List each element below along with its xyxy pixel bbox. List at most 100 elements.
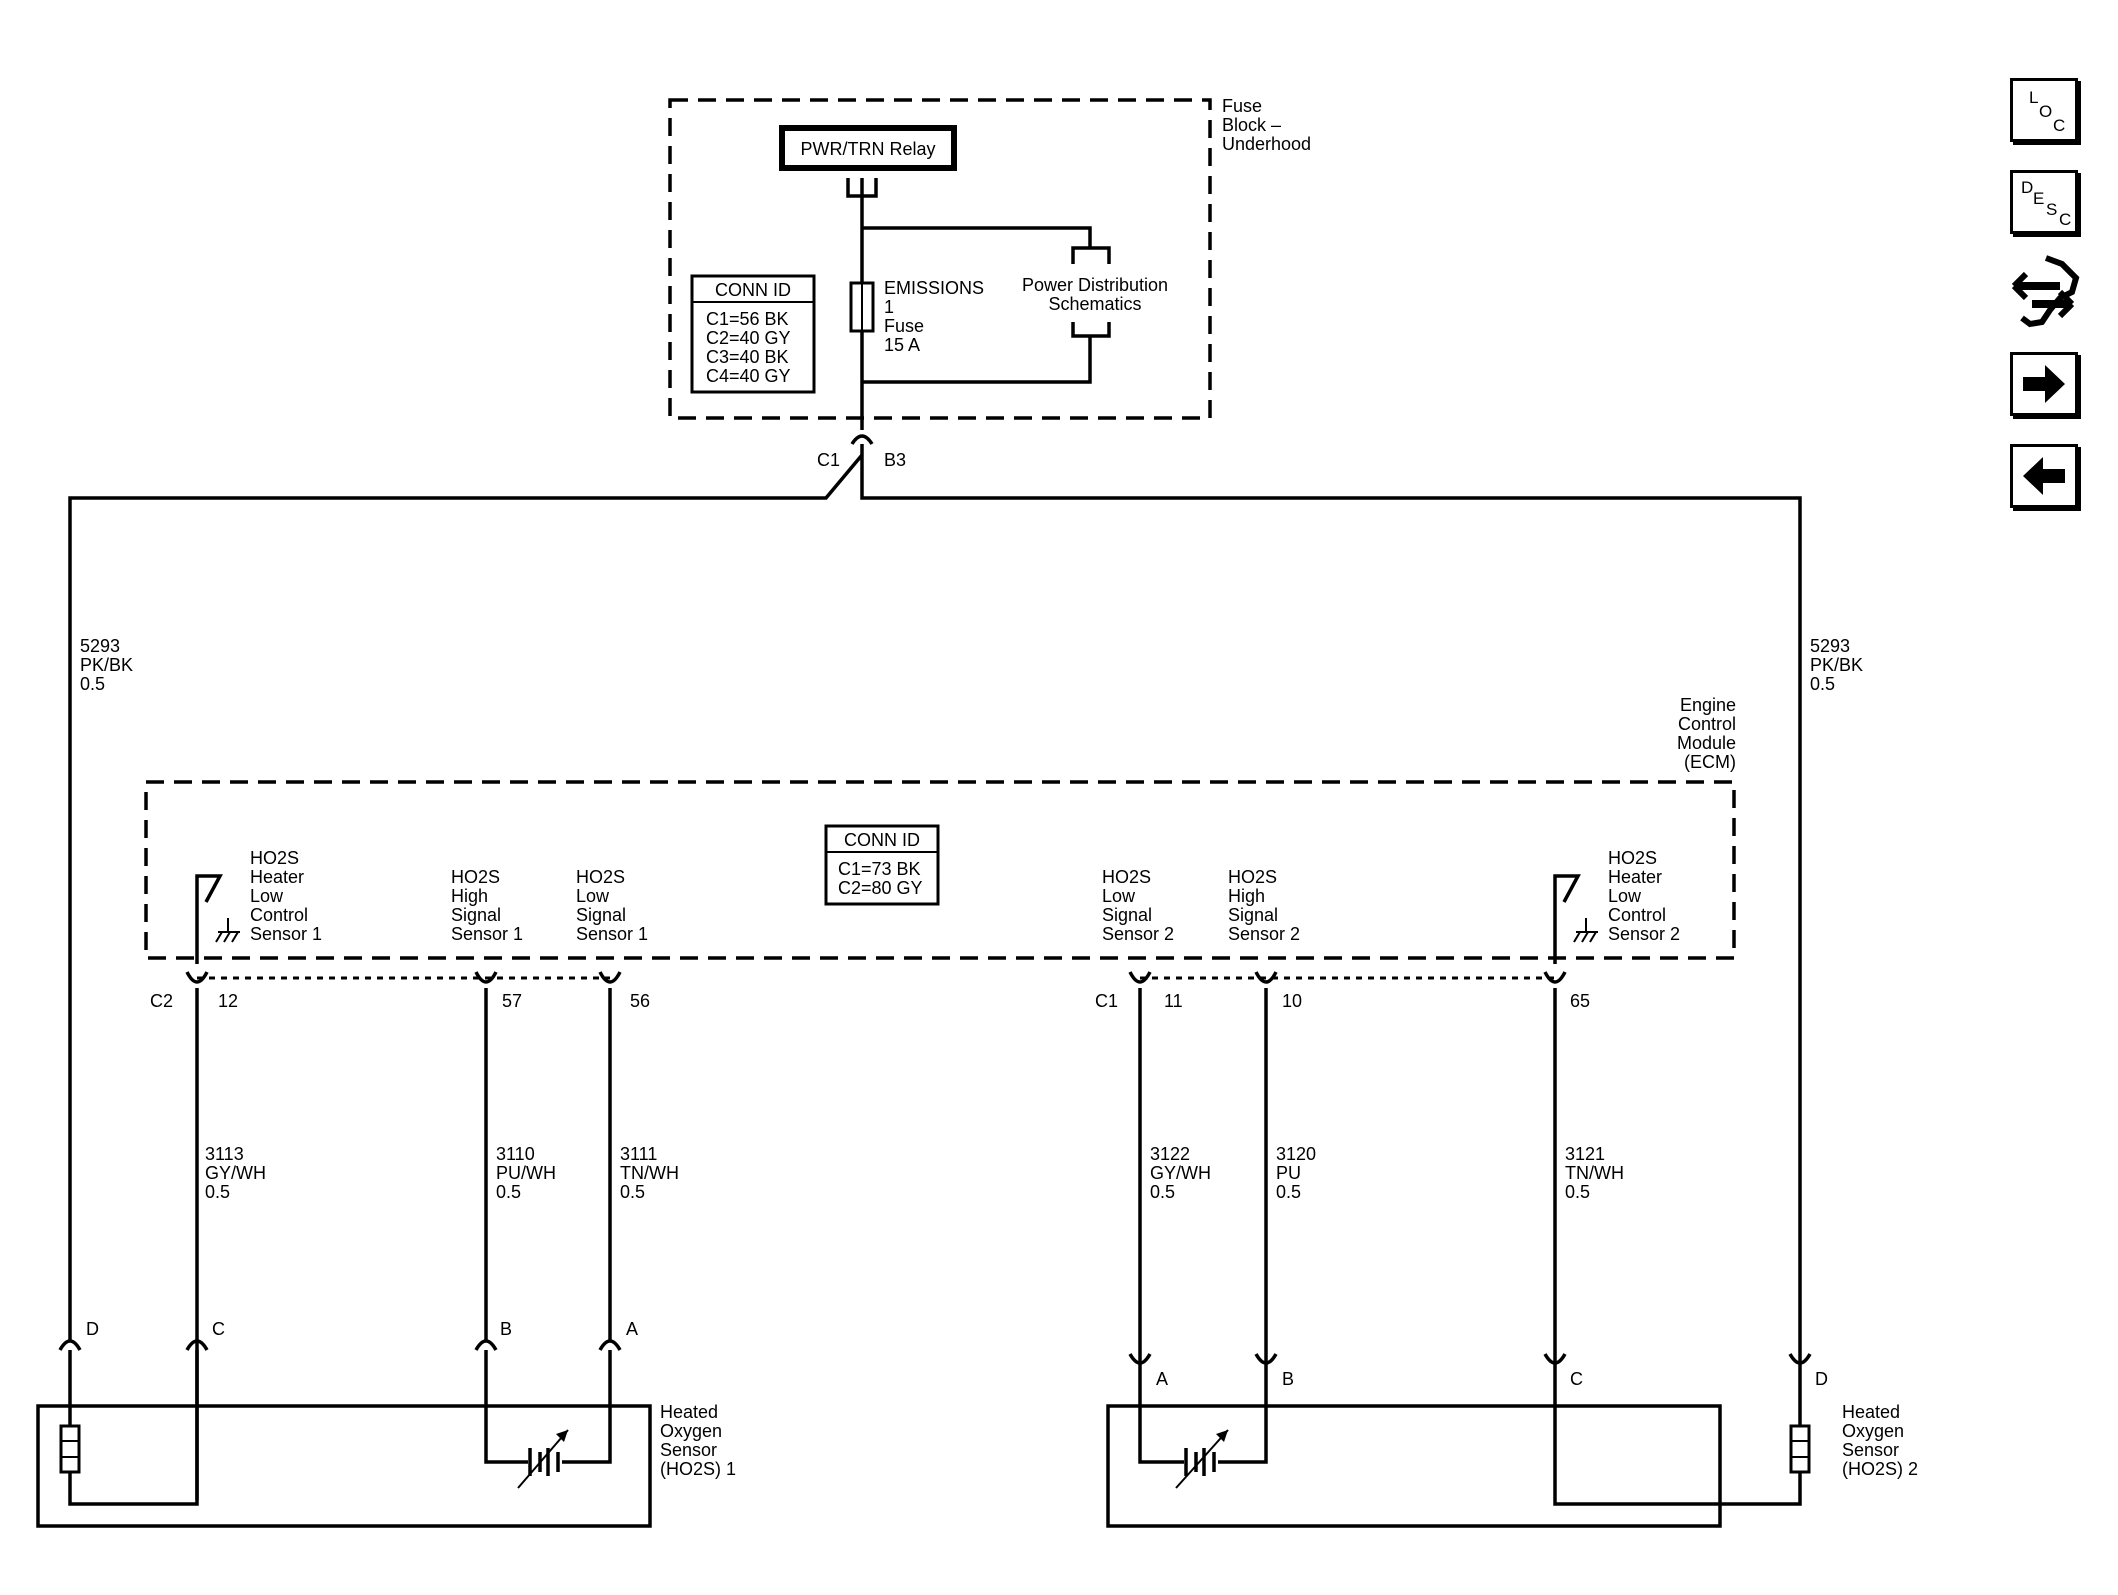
fuse-output-connector: C1 [817,450,840,470]
sensor-pin: D [86,1319,99,1339]
sensor-pin: A [626,1319,638,1339]
ecm-title-1: Engine [1680,695,1736,715]
conn-id-row: C2=40 GY [706,328,791,348]
ecm-pin-label: HO2S [451,867,500,887]
wire-color: TN/WH [620,1163,679,1183]
wire-gauge: 0.5 [1150,1182,1175,1202]
ecm-pin-label: Low [250,886,284,906]
wire-circuit: 3110 [496,1144,535,1164]
ecm-pin-label: High [451,886,488,906]
ecm-pin-label: Signal [1228,905,1278,925]
ecm-pin-label: Sensor 2 [1102,924,1174,944]
wire-gauge: 0.5 [1810,674,1835,694]
sensor1-title-1: Heated [660,1402,718,1422]
ecm-pin-label: Low [1608,886,1642,906]
fuse-label-3: Fuse [884,316,924,336]
sensor-pin: A [1156,1369,1168,1389]
wire-circuit: 5293 [80,636,120,656]
desc-letter: E [2033,189,2045,208]
desc-button[interactable]: D E S C [2010,170,2078,234]
loc-letter: O [2039,102,2053,121]
wire-color: PU [1276,1163,1301,1183]
heated-oxygen-sensor-1: D C B A Heated Oxygen Sensor (HO2S) 1 [36,1319,736,1528]
relay-label: PWR/TRN Relay [800,139,935,159]
heated-oxygen-sensor-2: A B C D Heated Oxygen Sensor (HO2S) 2 [1106,1340,1918,1528]
fuse-block-conn-id: CONN ID C1=56 BK C2=40 GY C3=40 BK C4=40… [690,274,816,394]
engine-control-module: Engine Control Module (ECM) CONN ID C1=7… [144,695,1736,964]
wire-gauge: 0.5 [620,1182,645,1202]
ecm-pin-number: 57 [502,991,522,1011]
ecm-pin-label: Heater [250,867,304,887]
previous-button[interactable] [2010,444,2078,508]
sensor1-title-2: Oxygen [660,1421,722,1441]
wire-color: PU/WH [496,1163,556,1183]
wire-gauge: 0.5 [1276,1182,1301,1202]
ecm-pin-label: Low [576,886,610,906]
sensor2-title-3: Sensor [1842,1440,1899,1460]
loc-letter: L [2029,88,2039,107]
ecm-pin-label: HO2S [250,848,299,868]
ecm-pin-label: Control [1608,905,1666,925]
ecm-left-connector: C2 [150,991,173,1011]
conn-id-row: C1=73 BK [838,859,921,879]
heater-element [1789,1424,1811,1474]
fuse-block-title-2: Block – [1222,115,1281,135]
conn-id-row: C4=40 GY [706,366,791,386]
ecm-pin-label: HO2S [1608,848,1657,868]
sensor-pin: C [1570,1369,1583,1389]
wire-circuit: 3113 [205,1144,244,1164]
arrow-right-icon [2023,365,2065,403]
wire-circuit: 5293 [1810,636,1850,656]
desc-letter: C [2059,210,2072,229]
wire-gauge: 0.5 [496,1182,521,1202]
loc-letter: C [2053,116,2066,135]
sensor2-title-1: Heated [1842,1402,1900,1422]
next-button[interactable] [2010,352,2078,416]
ecm-pin-label: Signal [1102,905,1152,925]
wire-circuit: 3111 [620,1144,657,1164]
ecm-right-connector: C1 [1095,991,1118,1011]
sensor1-title-3: Sensor [660,1440,717,1460]
sensor-pin: D [1815,1369,1828,1389]
ecm-pin-label: Heater [1608,867,1662,887]
ecm-pin-label: HO2S [1102,867,1151,887]
sensor-pin: B [1282,1369,1294,1389]
fuse-output-pin: B3 [884,450,906,470]
wire-color: GY/WH [205,1163,266,1183]
desc-letter: D [2021,178,2034,197]
ecm-title-3: Module [1677,733,1736,753]
ecm-pin-number: 11 [1164,991,1183,1011]
fuse-label-1: EMISSIONS [884,278,984,298]
ecm-pin-label: Sensor 1 [451,924,523,944]
conn-id-row: C3=40 BK [706,347,789,367]
wire-color: PK/BK [1810,655,1863,675]
ecm-pin-label: Sensor 2 [1228,924,1300,944]
ecm-pin-label: Sensor 1 [576,924,648,944]
desc-letter: S [2046,200,2058,219]
sensor2-title-2: Oxygen [1842,1421,1904,1441]
ecm-connector-pins [185,971,1567,984]
fuse-label-2: 1 [884,297,894,317]
ecm-pin-number: 12 [218,991,238,1011]
ecm-conn-id: CONN ID C1=73 BK C2=80 GY [824,824,940,906]
ecm-pin-label: HO2S [576,867,625,887]
ecm-pin-label: Sensor 1 [250,924,322,944]
sensor2-title-4: (HO2S) 2 [1842,1459,1918,1479]
conn-id-header: CONN ID [844,830,920,850]
conn-id-header: CONN ID [715,280,791,300]
ecm-pin-number: 10 [1282,991,1302,1011]
conn-id-row: C2=80 GY [838,878,923,898]
loc-button[interactable]: L O C [2010,78,2078,142]
wire-color: TN/WH [1565,1163,1624,1183]
ecm-pin-label: Sensor 2 [1608,924,1680,944]
pwr-trn-relay [779,125,957,171]
fuse-block-title-1: Fuse [1222,96,1262,116]
ecm-pin-label: Signal [576,905,626,925]
arrow-left-icon [2023,457,2065,495]
ecm-pin-label: Control [250,905,308,925]
conn-id-row: C1=56 BK [706,309,789,329]
wire-circuit: 3120 [1276,1144,1316,1164]
ecm-pin-label: High [1228,886,1265,906]
wrench-arrows-icon[interactable] [2010,252,2082,332]
ecm-pin-number: 56 [630,991,650,1011]
